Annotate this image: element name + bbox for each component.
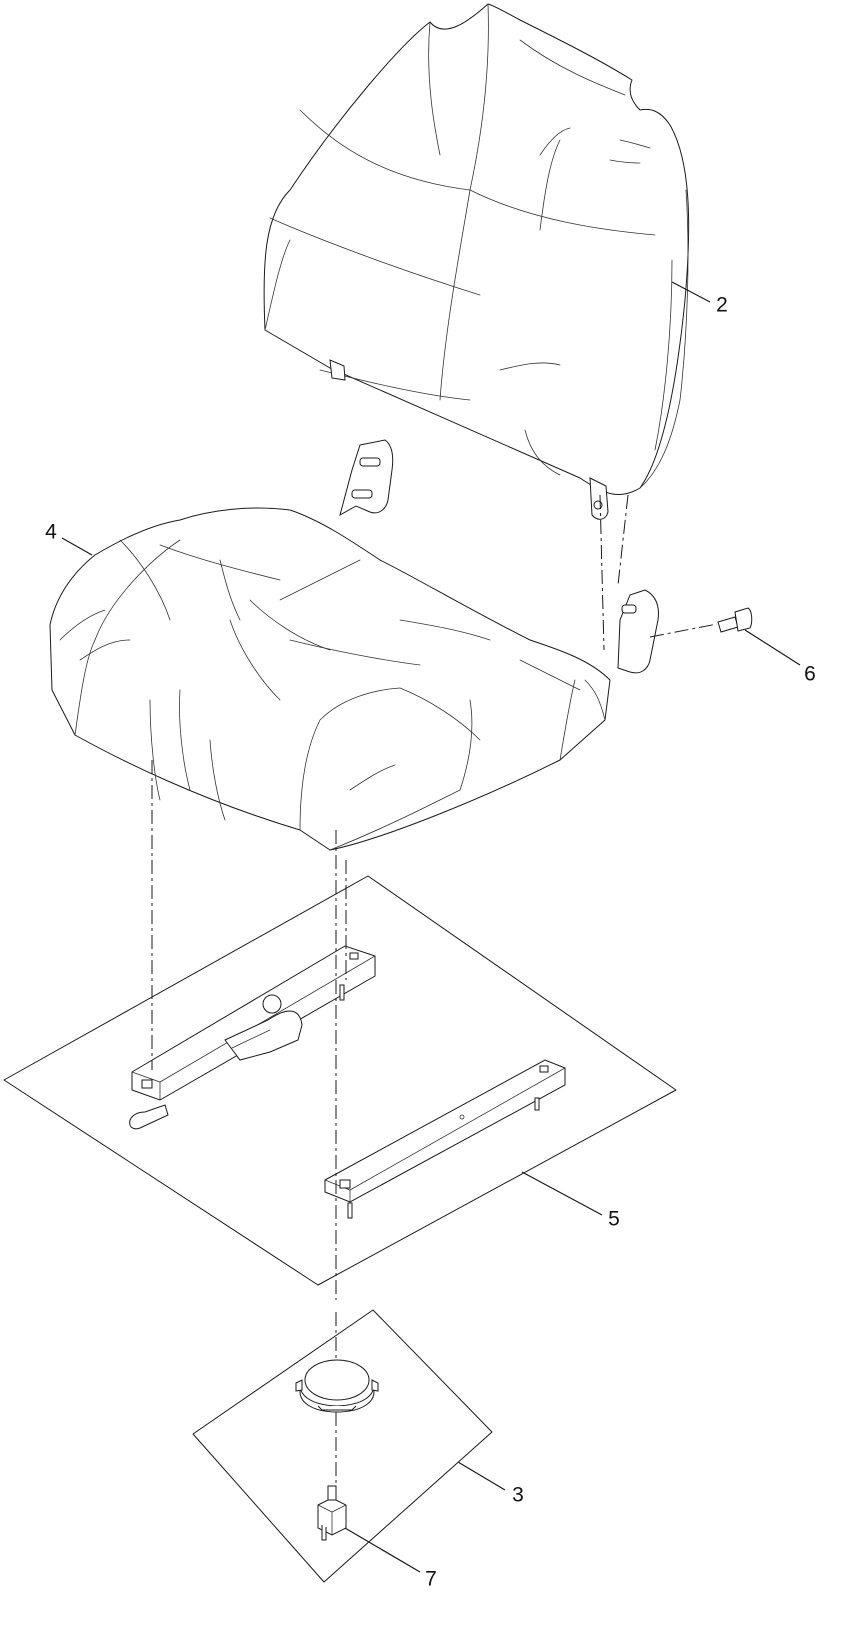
callout-5: 5 (608, 1208, 620, 1231)
leader-3 (457, 1461, 506, 1491)
leader-lines (61, 281, 801, 1573)
leader-5 (521, 1171, 603, 1216)
callout-6: 6 (804, 663, 816, 686)
callout-labels: 2 4 6 5 3 7 (45, 294, 816, 1591)
callout-2: 2 (716, 294, 728, 317)
seat-cushion (49, 507, 611, 851)
callout-4: 4 (45, 521, 57, 544)
seat-back (263, 3, 690, 520)
leader-4 (61, 537, 93, 556)
hinge-bracket-right (617, 589, 659, 674)
slide-rail-right (324, 1059, 566, 1219)
leader-7 (344, 1527, 421, 1573)
callout-7: 7 (425, 1568, 437, 1591)
leader-6 (744, 629, 801, 666)
slide-rail-left (129, 945, 376, 1130)
alignment-centerlines (151, 494, 718, 1490)
leader-2 (671, 281, 711, 303)
callout-3: 3 (512, 1484, 524, 1507)
seat-switch (317, 1485, 347, 1541)
slide-rail-plane (3, 875, 677, 1286)
bolt (717, 607, 753, 633)
hinge-bracket-left (339, 439, 394, 517)
switch-plane (192, 1309, 493, 1583)
seat-switch-housing (295, 1359, 379, 1413)
